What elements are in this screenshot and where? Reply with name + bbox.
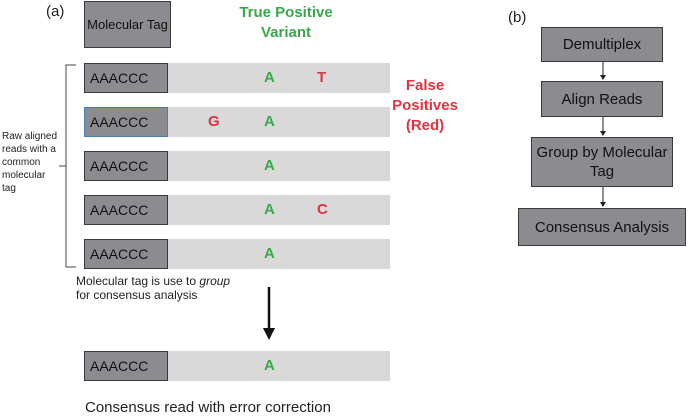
variant-base: A xyxy=(264,113,275,130)
flow-arrow-icon xyxy=(600,62,606,80)
molecular-tag-header: Molecular Tag xyxy=(84,1,171,48)
read-row: AAACCC G A xyxy=(84,107,390,137)
read-tag: AAACCC xyxy=(84,195,168,225)
read-row: AAACCC A xyxy=(84,239,390,269)
flow-arrow-icon xyxy=(600,187,606,207)
flow-step-align-reads: Align Reads xyxy=(541,81,663,117)
error-base: C xyxy=(317,201,328,218)
false-positive-heading: False Positives (Red) xyxy=(392,77,458,134)
error-base: G xyxy=(208,113,220,130)
read-tag: AAACCC xyxy=(84,107,168,137)
flow-step-demultiplex: Demultiplex xyxy=(541,27,663,62)
group-caption-part1: Molecular tag is use to xyxy=(76,274,200,288)
down-arrow-icon xyxy=(263,287,275,340)
raw-reads-note: Raw aligned reads with a common molecula… xyxy=(2,131,58,194)
true-positive-heading: True Positive Variant xyxy=(239,4,333,41)
variant-base: A xyxy=(264,201,275,218)
variant-base: A xyxy=(264,157,275,174)
variant-base: A xyxy=(264,245,275,262)
read-tag: AAACCC xyxy=(84,63,168,93)
read-group-bracket xyxy=(59,64,76,268)
consensus-variant-base: A xyxy=(264,357,275,374)
panel-b-label: (b) xyxy=(508,9,527,26)
read-row: AAACCC A C xyxy=(84,195,390,225)
flow-step-group-by-tag: Group by Molecular Tag xyxy=(531,137,673,187)
error-base: T xyxy=(317,69,327,86)
panel-a-label: (a) xyxy=(46,3,65,20)
read-row: AAACCC A xyxy=(84,151,390,181)
read-list: AAACCC A T AAACCC G A AAACCC A AAACCC A … xyxy=(84,63,390,269)
flow-step-consensus-analysis: Consensus Analysis xyxy=(518,208,686,246)
variant-base: A xyxy=(264,69,275,86)
read-tag: AAACCC xyxy=(84,151,168,181)
flow-arrow-icon xyxy=(600,117,606,136)
group-caption: Molecular tag is use to group for consen… xyxy=(76,274,316,302)
consensus-read-tag: AAACCC xyxy=(84,351,168,381)
molecular-tag-header-text: Molecular Tag xyxy=(87,16,168,32)
read-row: AAACCC A T xyxy=(84,63,390,93)
read-tag: AAACCC xyxy=(84,239,168,269)
group-caption-emphasis: group xyxy=(199,274,231,288)
consensus-caption: Consensus read with error correction xyxy=(85,399,331,416)
consensus-read: AAACCC A xyxy=(84,351,390,381)
group-caption-part2: for consensus analysis xyxy=(76,288,198,302)
